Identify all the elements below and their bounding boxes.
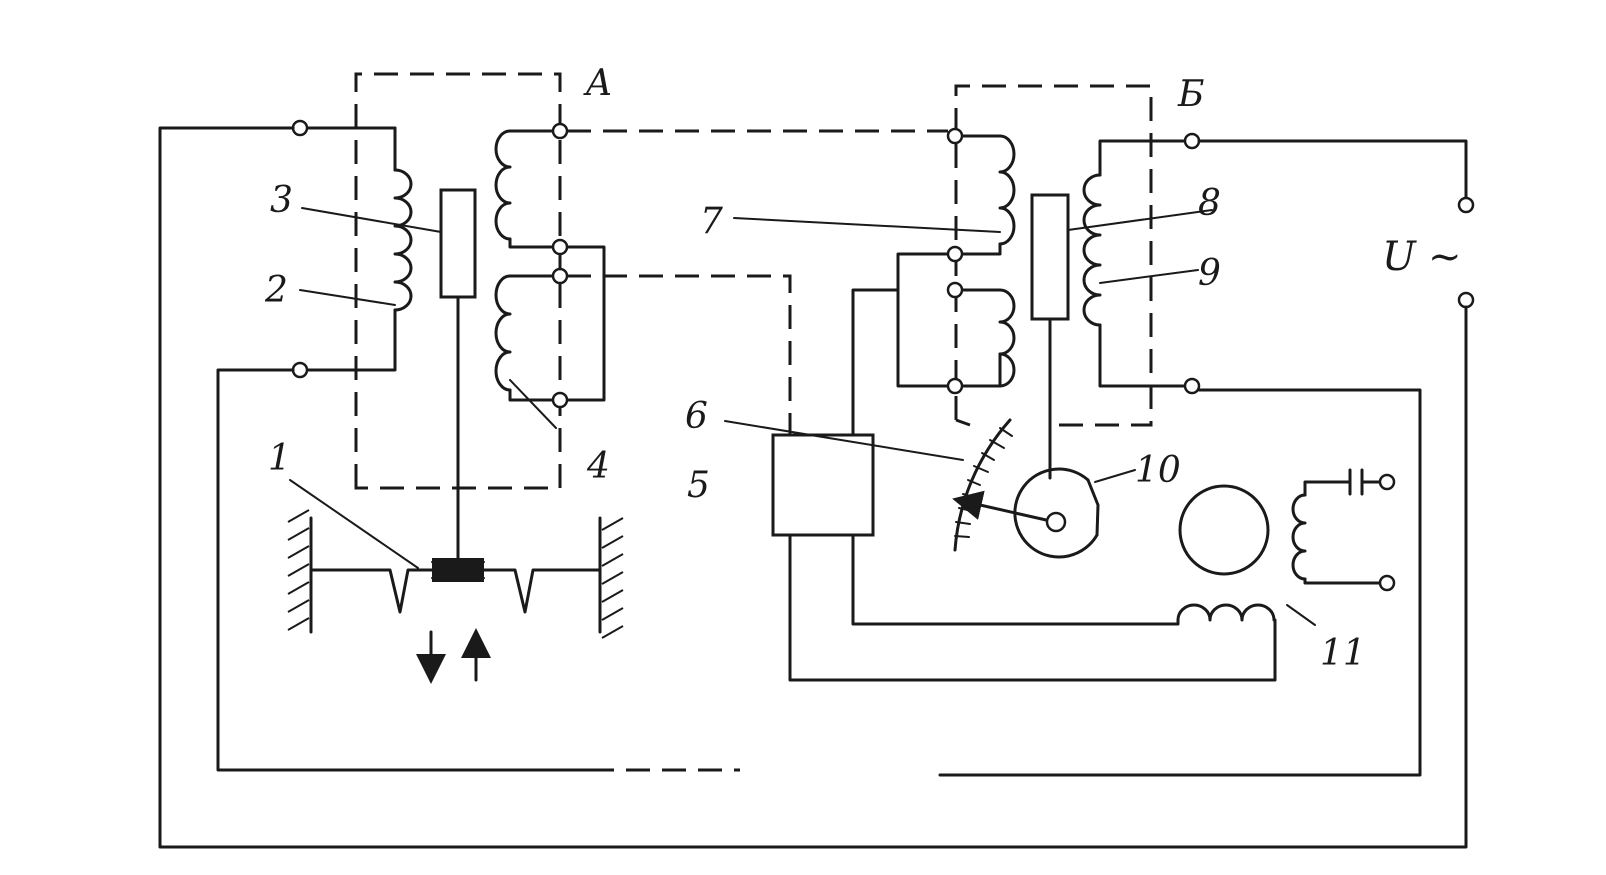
terminal-b-3 [946, 281, 964, 299]
disk-circle [1178, 484, 1270, 576]
winding-2 [298, 126, 413, 372]
armature-8 [1030, 193, 1070, 480]
label-7: 7 [700, 201, 723, 242]
winding-7-upper [953, 134, 1016, 256]
label-11: 11 [1320, 633, 1366, 674]
rotor-10 [1013, 467, 1100, 559]
terminal-b-1 [946, 127, 964, 145]
label-1: 1 [268, 438, 291, 479]
return-wire [216, 368, 1422, 777]
terminal-a-right-3 [551, 267, 569, 285]
label-4: 4 [586, 446, 610, 487]
indicator-coil [1176, 603, 1276, 622]
supply-terminals [158, 126, 1475, 849]
label-6: 6 [685, 396, 708, 437]
block-a-housing [354, 72, 562, 490]
label-ac-symbol: ~ [1428, 234, 1462, 280]
terminal-a-right-1 [551, 122, 569, 140]
terminal-b-top-right [1183, 132, 1201, 150]
terminal-b-2 [946, 245, 964, 263]
test-part-1 [287, 509, 624, 639]
terminal-a-bottom-left [291, 361, 309, 379]
armature-3 [439, 188, 477, 567]
terminal-a-top-left [291, 119, 309, 137]
label-2: 2 [264, 270, 288, 311]
motion-arrows [416, 628, 491, 684]
terminal-a-right-4 [551, 391, 569, 409]
lc-circuit-11 [1291, 468, 1396, 592]
label-9: 9 [1198, 253, 1221, 294]
winding-4-upper [494, 129, 562, 249]
label-voltage: U [1382, 234, 1417, 280]
leader-lines [289, 207, 1316, 626]
terminal-b-bottom-right [1183, 377, 1201, 395]
label-block-b: Б [1177, 74, 1204, 115]
unit-5 [771, 288, 1277, 682]
label-10: 10 [1135, 450, 1181, 491]
winding-9 [1082, 139, 1194, 388]
terminal-b-4 [946, 377, 964, 395]
link-a-to-unit-5 [567, 274, 792, 435]
winding-4-lower [494, 245, 606, 402]
label-8: 8 [1198, 183, 1221, 224]
terminal-a-right-2 [551, 238, 569, 256]
block-b-housing [954, 84, 1153, 427]
label-block-a: A [583, 63, 612, 104]
label-3: 3 [270, 180, 293, 221]
label-5: 5 [687, 465, 710, 506]
scale-6 [952, 418, 1057, 552]
